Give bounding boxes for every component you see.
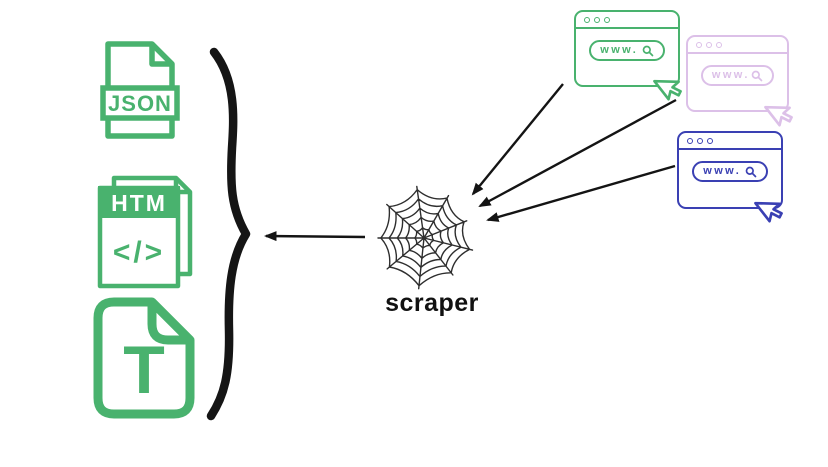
cursor-icon xyxy=(653,79,682,101)
arrow-browser-green-to-scraper xyxy=(471,83,564,196)
search-icon xyxy=(751,70,763,81)
address-text: www. xyxy=(711,69,750,81)
search-icon xyxy=(745,166,757,177)
arrow-browser-blue-to-scraper xyxy=(486,164,676,222)
browser-titlebar xyxy=(679,133,781,150)
address-bar: www. xyxy=(589,40,665,61)
window-dot-icon xyxy=(687,137,693,144)
text-file-letter: T xyxy=(123,332,165,408)
window-dot-icon xyxy=(706,41,712,48)
arrow-scraper-to-outputs xyxy=(264,231,366,242)
browser-window-pink: www. xyxy=(686,35,793,127)
window-dot-icon xyxy=(696,41,702,48)
htm-label: HTM xyxy=(111,190,167,216)
address-bar: www. xyxy=(692,161,768,182)
address-text: www. xyxy=(600,44,639,56)
window-dot-icon xyxy=(584,16,590,23)
window-dot-icon xyxy=(594,16,600,23)
window-dot-icon xyxy=(707,137,713,144)
spider-web-icon xyxy=(377,185,474,290)
scraper-label: scraper xyxy=(385,289,479,317)
search-icon xyxy=(642,45,654,56)
code-glyph: </> xyxy=(113,236,165,269)
arrow-browser-pink-to-scraper xyxy=(478,98,677,208)
window-dot-icon xyxy=(716,41,722,48)
curly-brace xyxy=(206,47,251,421)
address-bar: www. xyxy=(700,65,775,86)
text-file-icon: T xyxy=(92,296,196,425)
window-dot-icon xyxy=(604,16,610,23)
cursor-icon xyxy=(754,201,783,223)
browser-window-blue: www. xyxy=(677,131,783,223)
json-file-icon: JSON xyxy=(98,40,182,145)
window-dot-icon xyxy=(697,137,703,144)
address-text: www. xyxy=(703,165,742,177)
browser-window-green: www. xyxy=(574,10,682,101)
html-file-icon: HTM </> xyxy=(96,172,198,295)
cursor-icon xyxy=(764,105,793,127)
json-label: JSON xyxy=(108,91,172,116)
browser-titlebar xyxy=(688,37,787,54)
browser-titlebar xyxy=(576,12,678,29)
